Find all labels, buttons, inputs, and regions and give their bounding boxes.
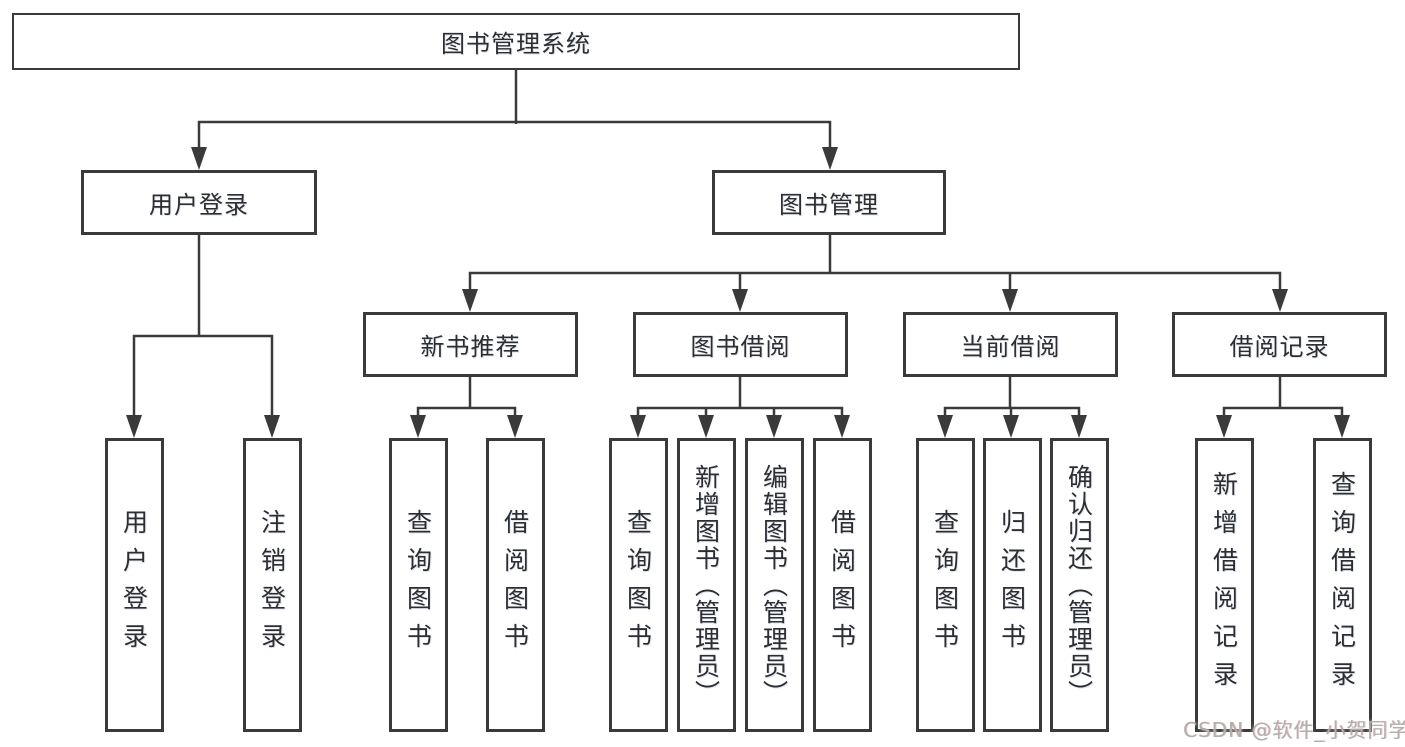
node-label: 用户登录 bbox=[149, 191, 249, 219]
node-new-book-recommendation: 新书推荐 bbox=[363, 312, 578, 377]
leaf-query-borrow-record: 查询借阅记录 bbox=[1312, 438, 1372, 732]
node-label: 注销登录 bbox=[257, 509, 287, 661]
leaf-query-books-recommend: 查询图书 bbox=[388, 438, 448, 732]
node-label: 查询借阅记录 bbox=[1327, 471, 1357, 699]
node-book-management-branch: 图书管理 bbox=[712, 170, 946, 235]
node-label: 用户登录 bbox=[119, 509, 149, 661]
leaf-query-books-current: 查询图书 bbox=[915, 438, 975, 732]
leaf-query-books-borrowing: 查询图书 bbox=[608, 438, 668, 732]
node-label: 编辑图书（管理员） bbox=[759, 463, 789, 707]
node-label: 图书借阅 bbox=[690, 333, 791, 361]
leaf-user-login: 用户登录 bbox=[104, 438, 164, 732]
csdn-watermark: CSDN @软件_小贺同学 bbox=[1183, 718, 1405, 742]
node-label: 归还图书 bbox=[997, 509, 1027, 661]
leaf-add-borrow-record: 新增借阅记录 bbox=[1194, 438, 1254, 732]
leaf-borrow-books-recommend: 借阅图书 bbox=[485, 438, 545, 732]
node-borrowing-records: 借阅记录 bbox=[1172, 312, 1387, 377]
arrowheads bbox=[126, 147, 1350, 438]
node-label: 图书管理 bbox=[779, 191, 879, 219]
node-label: 新增图书（管理员） bbox=[691, 463, 721, 707]
node-current-borrowing: 当前借阅 bbox=[903, 312, 1118, 377]
node-label: 新书推荐 bbox=[420, 333, 521, 361]
node-label: 图书管理系统 bbox=[441, 30, 591, 58]
node-label: 新增借阅记录 bbox=[1209, 471, 1239, 699]
leaf-logout: 注销登录 bbox=[242, 438, 302, 732]
node-label: 查询图书 bbox=[930, 509, 960, 661]
node-book-borrowing: 图书借阅 bbox=[633, 312, 848, 377]
node-user-login-branch: 用户登录 bbox=[81, 170, 317, 235]
leaf-edit-books-admin: 编辑图书（管理员） bbox=[744, 438, 804, 732]
leaf-return-books: 归还图书 bbox=[982, 438, 1042, 732]
node-label: 确认归还（管理员） bbox=[1064, 463, 1094, 707]
leaf-confirm-return-admin: 确认归还（管理员） bbox=[1049, 438, 1109, 732]
leaf-borrow-books: 借阅图书 bbox=[812, 438, 872, 732]
node-label: 当前借阅 bbox=[960, 333, 1061, 361]
node-library-management-system: 图书管理系统 bbox=[12, 13, 1020, 70]
node-label: 查询图书 bbox=[623, 509, 653, 661]
leaf-add-books-admin: 新增图书（管理员） bbox=[676, 438, 736, 732]
node-label: 查询图书 bbox=[403, 509, 433, 661]
node-label: 借阅图书 bbox=[827, 509, 857, 661]
node-label: 借阅图书 bbox=[500, 509, 530, 661]
node-label: 借阅记录 bbox=[1229, 333, 1330, 361]
